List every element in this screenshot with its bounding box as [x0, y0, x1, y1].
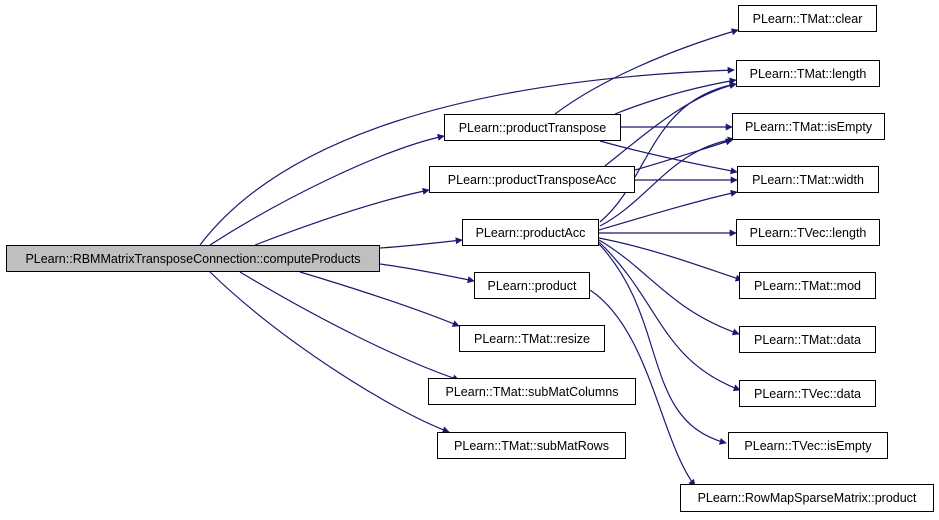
edge-root-tmatsubmatrows — [209, 271, 450, 434]
node-tmat-submatcolumns[interactable]: PLearn::TMat::subMatColumns — [428, 378, 636, 405]
edge-pta-tmatlength — [604, 82, 737, 167]
node-product-acc[interactable]: PLearn::productAcc — [462, 219, 599, 246]
node-tvec-length[interactable]: PLearn::TVec::length — [736, 219, 880, 246]
edge-pt-tmatwidth — [599, 140, 738, 175]
edge-pt-tmatlength — [614, 77, 737, 115]
edge-pa-tmatisempty — [599, 136, 735, 227]
node-tmat-isempty[interactable]: PLearn::TMat::isEmpty — [732, 113, 885, 140]
edge-root-product — [379, 263, 475, 284]
edge-pt-tmatclear — [554, 28, 739, 115]
edge-pa-tmatwidth — [598, 189, 738, 231]
node-tmat-width[interactable]: PLearn::TMat::width — [737, 166, 879, 193]
edge-root-tmatresize — [299, 271, 460, 327]
node-product-transpose-acc[interactable]: PLearn::productTransposeAcc — [429, 166, 635, 193]
edge-pa-tmatlength — [599, 81, 737, 223]
edge-pa-tmatdata — [598, 239, 740, 336]
node-tvec-data[interactable]: PLearn::TVec::data — [739, 380, 876, 407]
node-compute-products: PLearn::RBMMatrixTransposeConnection::co… — [6, 245, 380, 272]
edge-pta-tmatisempty — [634, 138, 733, 171]
node-tmat-data[interactable]: PLearn::TMat::data — [739, 326, 876, 353]
node-tmat-mod[interactable]: PLearn::TMat::mod — [739, 272, 876, 299]
node-rowmapsparsematrix-product[interactable]: PLearn::RowMapSparseMatrix::product — [680, 484, 934, 512]
node-product-transpose[interactable]: PLearn::productTranspose — [444, 114, 621, 141]
node-tmat-clear[interactable]: PLearn::TMat::clear — [738, 5, 877, 32]
node-tmat-resize[interactable]: PLearn::TMat::resize — [459, 325, 605, 352]
edge-root-productacc — [379, 237, 463, 249]
node-tvec-isempty[interactable]: PLearn::TVec::isEmpty — [728, 432, 888, 459]
node-tmat-submatrows[interactable]: PLearn::TMat::subMatRows — [437, 432, 626, 459]
edge-pa-tmatmod — [598, 237, 743, 282]
edge-root-tmatlength — [199, 66, 735, 246]
edge-product-rowmapproduct — [589, 289, 696, 487]
edge-root-producttransposeacc — [254, 187, 430, 246]
edge-root-producttranspose — [209, 133, 445, 246]
edge-root-tmatsubmatcolumns — [239, 271, 460, 382]
edge-pa-tvecdata — [598, 241, 741, 392]
node-tmat-length[interactable]: PLearn::TMat::length — [736, 60, 880, 87]
edge-pa-tvecisempty — [598, 243, 727, 445]
node-product[interactable]: PLearn::product — [474, 272, 590, 299]
